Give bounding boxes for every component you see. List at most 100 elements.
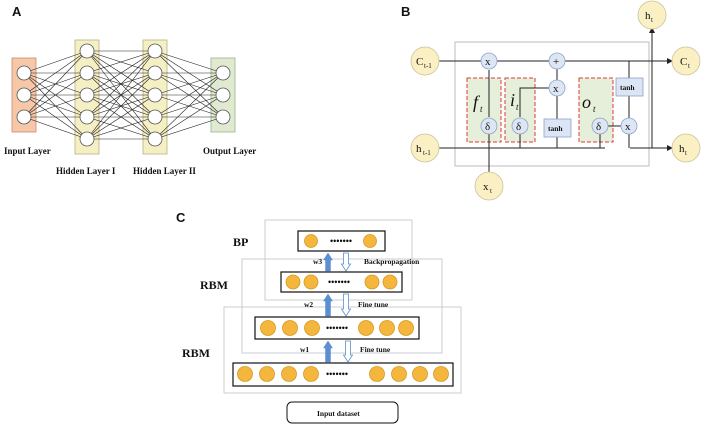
- svg-text:t: t: [688, 62, 690, 70]
- up-arrow: [323, 293, 333, 317]
- dbn-unit: [379, 320, 395, 336]
- mlp-edge: [23, 50, 88, 118]
- rbm-upper-group-box: [241, 258, 443, 354]
- svg-text:t: t: [593, 104, 596, 114]
- rbm-upper-label: RBM: [200, 278, 228, 292]
- svg-text:x: x: [485, 56, 491, 68]
- mlp-neuron: [215, 109, 231, 125]
- svg-text:t: t: [490, 187, 492, 195]
- bp-group-box: [264, 219, 413, 301]
- down-arrow: [340, 252, 352, 272]
- bp-label: BP: [233, 235, 248, 249]
- dbn-unit: [358, 320, 374, 336]
- mlp-edge: [154, 116, 224, 140]
- mlp-neuron: [215, 65, 231, 81]
- mlp-edges: [23, 50, 224, 140]
- dbn-unit: [304, 320, 320, 336]
- svg-text:t: t: [651, 16, 653, 24]
- input-dataset-label: Input dataset: [317, 409, 360, 418]
- candidate-tanh-box: tanh: [543, 118, 572, 138]
- h-out-right-node: h t: [671, 133, 701, 163]
- output-mult-node: x: [620, 117, 638, 135]
- dbn-unit: [412, 366, 428, 382]
- mlp-edge: [23, 94, 88, 118]
- rbm-lower-group-box: [223, 306, 462, 394]
- fine-tune-upper-label: Fine tune: [358, 300, 389, 309]
- svg-text:t: t: [685, 149, 687, 157]
- down-arrow: [342, 340, 354, 363]
- mlp-neuron: [16, 109, 32, 125]
- c-next-node: C t: [671, 46, 701, 76]
- mlp-edge: [154, 50, 224, 74]
- forget-gate-label: f t: [473, 92, 483, 114]
- input-dataset-box: [286, 401, 399, 424]
- dbn-unit: [391, 366, 407, 382]
- mlp-edge: [86, 50, 156, 118]
- mlp-edge: [86, 50, 156, 96]
- x-input-node: x t: [474, 171, 504, 201]
- mlp-neuron: [147, 131, 163, 147]
- mlp-neuron: [147, 43, 163, 59]
- dbn-unit: [369, 366, 385, 382]
- up-arrow: [323, 340, 333, 363]
- svg-text:h: h: [416, 143, 422, 155]
- svg-text:x: x: [483, 181, 489, 193]
- input-gate-path: [519, 87, 550, 117]
- up-arrow: [323, 252, 333, 272]
- svg-text:t-1: t-1: [423, 149, 431, 157]
- mlp-edge: [23, 116, 88, 140]
- mlp-edge: [86, 50, 156, 74]
- mlp-edge: [86, 116, 156, 140]
- dbn-unit: [260, 320, 276, 336]
- svg-text:δ: δ: [485, 121, 490, 133]
- mlp-diagram: Input Layer Hidden Layer I Hidden Layer …: [4, 39, 256, 176]
- mlp-edge: [23, 72, 88, 118]
- dbn-unit: [259, 366, 275, 382]
- dbn-unit: [281, 366, 297, 382]
- w3-label: w3: [313, 257, 322, 266]
- svg-text:+: +: [553, 56, 559, 68]
- svg-text:o: o: [582, 92, 591, 112]
- mlp-neuron: [79, 131, 95, 147]
- lstm-cell-boundary: [454, 41, 650, 167]
- w2-label: w2: [304, 300, 313, 309]
- dbn-unit: [282, 320, 298, 336]
- mlp-neuron: [79, 87, 95, 103]
- output-gate-label: o t: [582, 92, 596, 114]
- dbn-arrows: [323, 252, 354, 363]
- mlp-edge: [86, 72, 156, 140]
- h-out-top-node: h t: [637, 0, 667, 30]
- mlp-edge: [154, 94, 224, 140]
- dbn-unit: [303, 274, 319, 290]
- mlp-edge: [23, 50, 88, 96]
- mlp-edge: [154, 72, 224, 140]
- svg-text:t: t: [516, 102, 519, 112]
- svg-text:h: h: [645, 10, 651, 22]
- fine-tune-lower-label: Fine tune: [360, 345, 391, 354]
- mlp-neuron: [215, 87, 231, 103]
- cell-tanh-box: tanh: [615, 77, 644, 97]
- panel-a-letter: A: [12, 4, 22, 19]
- svg-text:tanh: tanh: [620, 83, 635, 92]
- svg-text:t: t: [480, 104, 483, 114]
- panel-c-letter: C: [176, 210, 186, 225]
- svg-text:i: i: [510, 90, 515, 110]
- mlp-edge: [86, 94, 156, 140]
- mlp-neuron: [147, 109, 163, 125]
- mlp-nodes: [16, 43, 231, 147]
- mlp-neuron: [79, 65, 95, 81]
- layer-4-dots: •••••••: [330, 236, 352, 246]
- mlp-neuron: [147, 87, 163, 103]
- forget-sigma-node: δ: [480, 117, 498, 135]
- svg-text:tanh: tanh: [548, 124, 563, 133]
- svg-text:x: x: [553, 83, 559, 95]
- dbn-diagram: ••••••• ••••••• ••••••• ••••••• BP RBM R…: [182, 219, 462, 424]
- svg-text:C: C: [416, 56, 423, 68]
- layer-3-dots: •••••••: [328, 277, 350, 287]
- rbm-lower-label: RBM: [182, 346, 210, 360]
- svg-text:δ: δ: [516, 121, 521, 133]
- svg-text:t-1: t-1: [424, 62, 432, 70]
- h-prev-node: h t-1: [410, 133, 440, 163]
- input-mult-node: x: [548, 79, 566, 97]
